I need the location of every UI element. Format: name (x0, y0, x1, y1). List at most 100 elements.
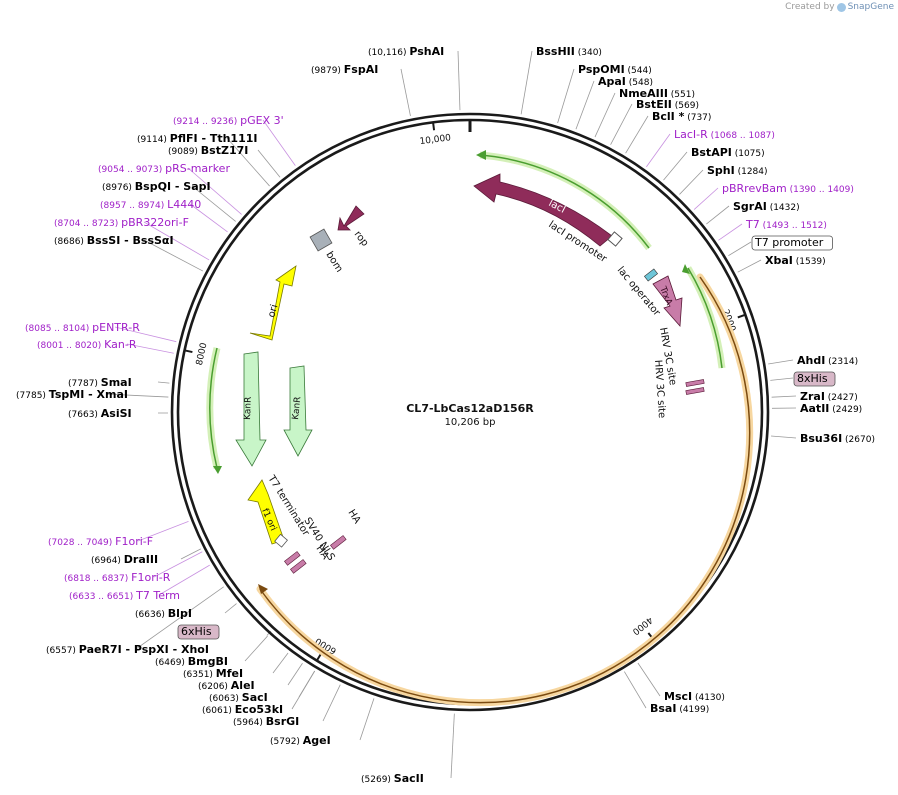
map-label: 6xHis (177, 624, 220, 640)
label-position: (6818 .. 6837) (64, 574, 131, 584)
map-label-text: (7663) AsiSI (68, 407, 132, 420)
map-label-text: (6818 .. 6837) F1ori-R (64, 571, 171, 584)
scale-tick (432, 123, 436, 131)
map-label: (7028 .. 7049) F1ori-F (48, 535, 153, 548)
label-position: (544) (625, 66, 652, 76)
label-name: ApaI (598, 75, 626, 88)
map-label: LacI-R (1068 .. 1087) (674, 128, 775, 141)
label-position: (2670) (842, 435, 875, 445)
map-label: (8704 .. 8723) pBR322ori-F (54, 216, 189, 229)
map-label: 8xHis (793, 371, 836, 387)
ori-label: ori (266, 303, 280, 319)
map-label-text: AatII (2429) (800, 402, 862, 415)
map-label-text: (10,116) PshAI (368, 45, 444, 58)
map-label-text: ZraI (2427) (800, 390, 858, 403)
leader-line (768, 359, 794, 365)
map-label-text: (6964) DraIII (91, 553, 158, 566)
label-name: MscI (664, 690, 692, 703)
label-position: (6636) (135, 610, 168, 620)
leader-line (737, 259, 762, 273)
map-label: (8686) BssSI - BssSαI (54, 234, 174, 247)
ori-feature: ori (249, 265, 297, 341)
label-position: (7787) (68, 379, 101, 389)
leader-line (359, 698, 375, 741)
label-name: pGEX 3' (240, 114, 284, 127)
label-name: DraIII (124, 553, 158, 566)
leader-line (624, 671, 647, 709)
label-position: (8957 .. 8974) (100, 201, 167, 211)
leader-line (693, 187, 719, 210)
leader-line (625, 115, 649, 154)
scale-tick (185, 349, 193, 354)
leader-line (663, 151, 688, 181)
label-name: pRS-marker (165, 162, 230, 175)
map-label-text: (6206) AleI (198, 679, 255, 692)
ha-nls-marks (284, 535, 347, 574)
label-name: ZraI (800, 390, 825, 403)
map-label: (5964) BsrGI (233, 715, 299, 728)
leader-line (226, 137, 270, 187)
snapgene-credit: Created by SnapGene (785, 2, 894, 12)
map-label-text: (9879) FspAI (311, 63, 378, 76)
ha-label-1: HA (345, 508, 362, 526)
leader-line (450, 713, 455, 779)
map-label-text: (7787) SmaI (68, 376, 132, 389)
label-position: (1432) (767, 203, 800, 213)
hrv3c-marks (685, 379, 705, 395)
map-label-text: (6636) BlpI (135, 607, 192, 620)
label-name: AatII (800, 402, 829, 415)
map-label: Bsu36I (2670) (800, 432, 875, 445)
label-position: (737) (684, 113, 711, 123)
leader-line (610, 103, 633, 145)
label-position: (1075) (732, 149, 765, 159)
leader-line (135, 586, 224, 650)
label-name: SgrAI (733, 200, 767, 213)
map-label-text: T7 promoter (754, 236, 824, 249)
map-label: MscI (4130) (664, 690, 725, 703)
label-name: PshAI (409, 45, 444, 58)
leader-line (189, 203, 228, 233)
map-label: (9114) PflFI - Tth111I (137, 132, 258, 145)
label-position: (1068 .. 1087) (708, 131, 775, 141)
map-label-text: (6061) Eco53kI (202, 703, 283, 716)
kanr-feature-2: KanR (283, 365, 313, 457)
leader-line (679, 169, 704, 195)
bom-label: bom (323, 250, 344, 275)
label-position: (569) (672, 101, 699, 111)
label-name: pBRrevBam (722, 182, 787, 195)
label-position: (5964) (233, 718, 266, 728)
label-position: (1390 .. 1409) (787, 185, 854, 195)
map-label: (10,116) PshAI (368, 45, 444, 58)
map-label: (9879) FspAI (311, 63, 378, 76)
label-position: (7785) (16, 391, 49, 401)
leader-line (105, 393, 169, 398)
map-label: (6351) MfeI (183, 667, 243, 680)
leader-line (224, 603, 237, 614)
lac-operator-mark (644, 268, 658, 282)
map-label: (6633 .. 6651) T7 Term (69, 589, 180, 602)
label-name: F1ori-F (115, 535, 153, 548)
tag-box (177, 624, 220, 640)
label-name: BlpI (168, 607, 192, 620)
label-position: (6469) (155, 658, 188, 668)
map-label: (8001 .. 8020) Kan-R (37, 338, 137, 351)
label-name: pENTR-R (92, 321, 140, 334)
laci-promoter-mark (607, 231, 623, 247)
kanr-label-1: KanR (243, 397, 254, 421)
label-name: Eco53kI (235, 703, 283, 716)
label-position: (2429) (829, 405, 862, 415)
label-name: F1ori-R (131, 571, 171, 584)
leader-line (157, 381, 170, 384)
label-position: (6061) (202, 706, 235, 716)
label-position: (8085 .. 8104) (25, 324, 92, 334)
kanr-feature-1: KanR (235, 351, 267, 467)
map-label-text: BstAPI (1075) (691, 146, 765, 159)
leader-line (706, 205, 730, 225)
label-position: (9214 .. 9236) (173, 117, 240, 127)
map-label-text: (7028 .. 7049) F1ori-F (48, 535, 153, 548)
map-label: BclI * (737) (652, 110, 711, 123)
label-name: T7 promoter (754, 236, 824, 249)
label-name: Bsu36I (800, 432, 842, 445)
label-position: (6063) (209, 694, 242, 704)
leader-line (126, 343, 174, 354)
